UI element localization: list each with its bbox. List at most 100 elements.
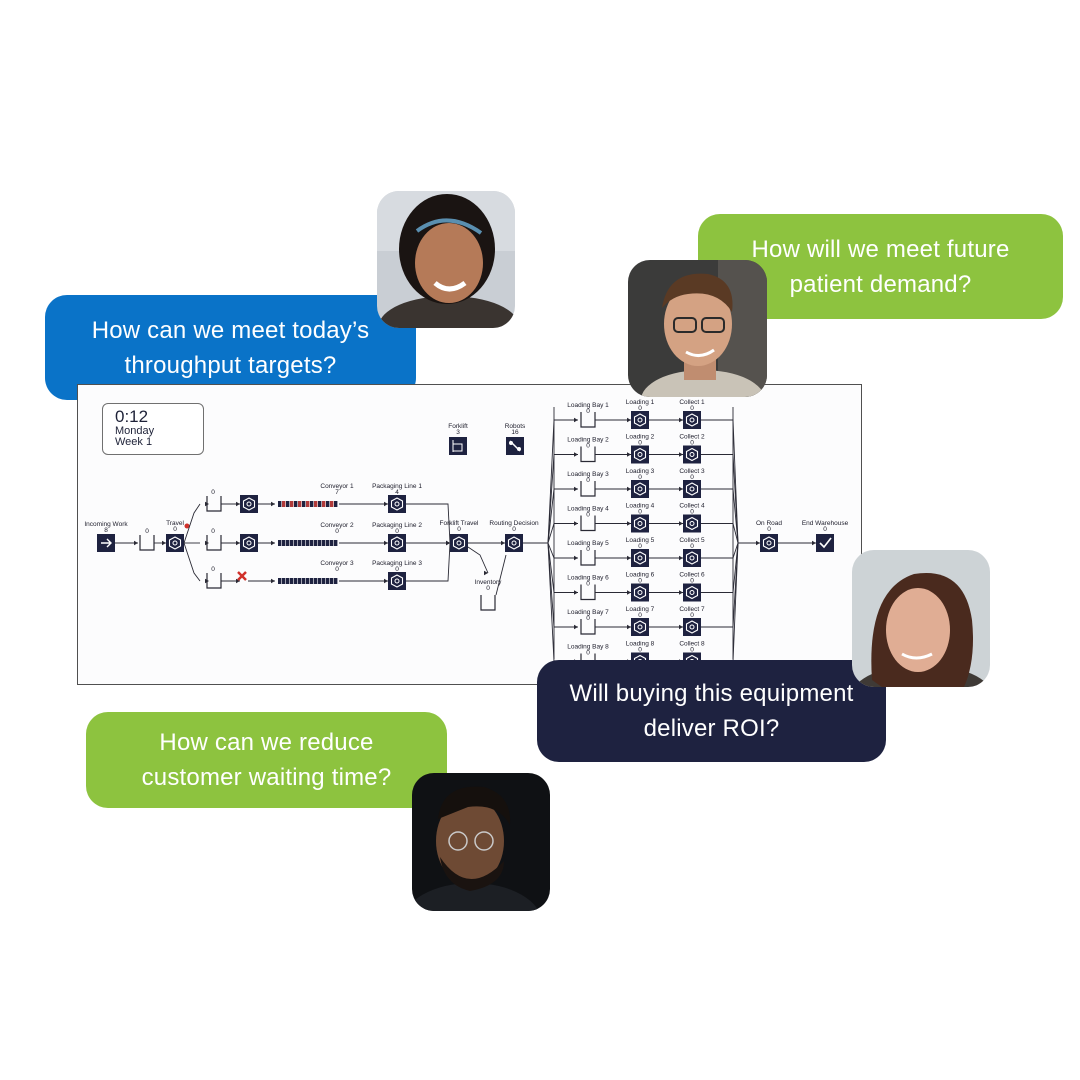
gear-hub: [637, 417, 643, 423]
conveyor-segment: [334, 501, 338, 507]
conveyor-segment: [278, 578, 282, 584]
conveyor-segment: [314, 578, 318, 584]
arrow-right-icon: [101, 538, 112, 548]
gear-icon: [390, 497, 404, 511]
conveyor-count: 0: [335, 528, 339, 535]
collect-node: [683, 549, 701, 567]
resource-count: 16: [511, 429, 519, 436]
conveyor-segment: [318, 540, 322, 546]
conveyor-segment: [326, 540, 330, 546]
incoming-work-count: 8: [104, 527, 108, 534]
gear-hub: [637, 452, 643, 457]
conveyor-segment: [306, 578, 310, 584]
gear-icon: [633, 447, 647, 462]
packaging-line-count: 0: [395, 528, 399, 535]
conveyor-segment: [322, 578, 326, 584]
gear-icon: [685, 516, 699, 531]
packaging-line-label: Packaging Line 1: [372, 483, 422, 490]
loading-bay-label: Loading Bay 3: [567, 471, 609, 478]
connector: [701, 542, 760, 628]
bubble-line-1: How can we reduce: [159, 729, 374, 756]
conveyor-segment: [294, 578, 298, 584]
loading-node: [631, 549, 649, 567]
arrow-head: [574, 417, 578, 423]
conveyor-segment: [298, 578, 302, 584]
main-queue: [139, 535, 155, 551]
conveyor-segment: [278, 540, 282, 546]
conveyor-segment: [326, 578, 330, 584]
conveyor-segment: [334, 578, 338, 584]
arrow-head: [271, 501, 275, 507]
collect-count: 0: [690, 509, 694, 516]
queue-count: 0: [145, 528, 149, 535]
connector: [701, 542, 760, 662]
conveyor-segment: [286, 501, 290, 507]
loading-count: 0: [638, 543, 642, 550]
conveyor-segment: [294, 501, 298, 507]
travel-count: 0: [173, 526, 177, 533]
bubble-line-1: How can we meet today’s: [91, 316, 370, 344]
loading-bay-count: 0: [586, 477, 590, 484]
portrait-woman-brown-hair: [852, 550, 990, 687]
gear-hub: [689, 521, 695, 526]
resource-count: 3: [456, 429, 460, 436]
loading-bay-label: Loading Bay 8: [567, 644, 609, 651]
connector: [701, 488, 760, 544]
conveyor-segment: [282, 540, 286, 546]
arrow-head: [574, 590, 578, 595]
loading-bay-queue: [580, 481, 596, 497]
arrow-head: [812, 540, 816, 546]
routing-decision-count: 0: [512, 526, 516, 533]
gear-icon: [685, 620, 699, 634]
conveyor-segment: [298, 501, 302, 507]
loading-bay-label: Loading Bay 5: [567, 540, 609, 547]
loading-count: 0: [638, 509, 642, 516]
inventory-label: Inventory: [475, 579, 502, 586]
loading-bay-queue: [580, 584, 596, 601]
loading-bay-queue: [580, 515, 596, 532]
conveyor-count: 0: [335, 566, 339, 573]
collect-label: Collect 4: [679, 503, 705, 510]
loading-label: Loading 3: [626, 468, 655, 475]
arrow-head: [679, 452, 683, 457]
gear-icon: [633, 482, 647, 496]
arrow-head: [574, 624, 578, 630]
arrow-head: [679, 486, 683, 492]
gear-icon: [633, 551, 647, 565]
arrow-head: [679, 555, 683, 561]
inventory-count: 0: [486, 585, 490, 592]
loading-bay-count: 0: [586, 650, 590, 657]
loading-label: Loading 8: [626, 641, 655, 648]
packaging-line-count: 4: [395, 489, 399, 496]
conveyor-segment: [322, 501, 326, 507]
loading-bay-label: Loading Bay 4: [567, 506, 609, 513]
connector: [701, 542, 760, 559]
conveyor-segment: [310, 501, 314, 507]
collect-label: Collect 7: [679, 606, 705, 613]
arrow-head: [679, 590, 683, 595]
loading-count: 0: [638, 612, 642, 619]
conveyor-segment: [330, 501, 334, 507]
gear-hub: [689, 452, 695, 457]
arrow-head: [271, 578, 275, 584]
loading-bay-queue: [580, 446, 596, 463]
collect-count: 0: [690, 612, 694, 619]
routing-decision-label: Routing Decision: [489, 520, 539, 527]
arrow-head: [446, 540, 450, 546]
loading-node: [631, 583, 649, 602]
loading-bay-label: Loading Bay 1: [567, 402, 609, 409]
routing-decision-node: [505, 534, 523, 552]
arrow-head: [627, 486, 631, 492]
conveyor-segment: [314, 501, 318, 507]
arrow-head: [627, 624, 631, 630]
gear-hub: [689, 486, 695, 492]
arrow-head: [236, 501, 240, 507]
arrow-head: [236, 578, 240, 584]
gear-hub: [246, 501, 252, 507]
gear-icon: [390, 536, 404, 550]
gear-icon: [168, 536, 182, 550]
loading-label: Loading 7: [626, 606, 655, 613]
gear-icon: [242, 536, 256, 550]
bubble-line-2: deliver ROI?: [643, 715, 780, 742]
on-road-count: 0: [767, 526, 771, 533]
